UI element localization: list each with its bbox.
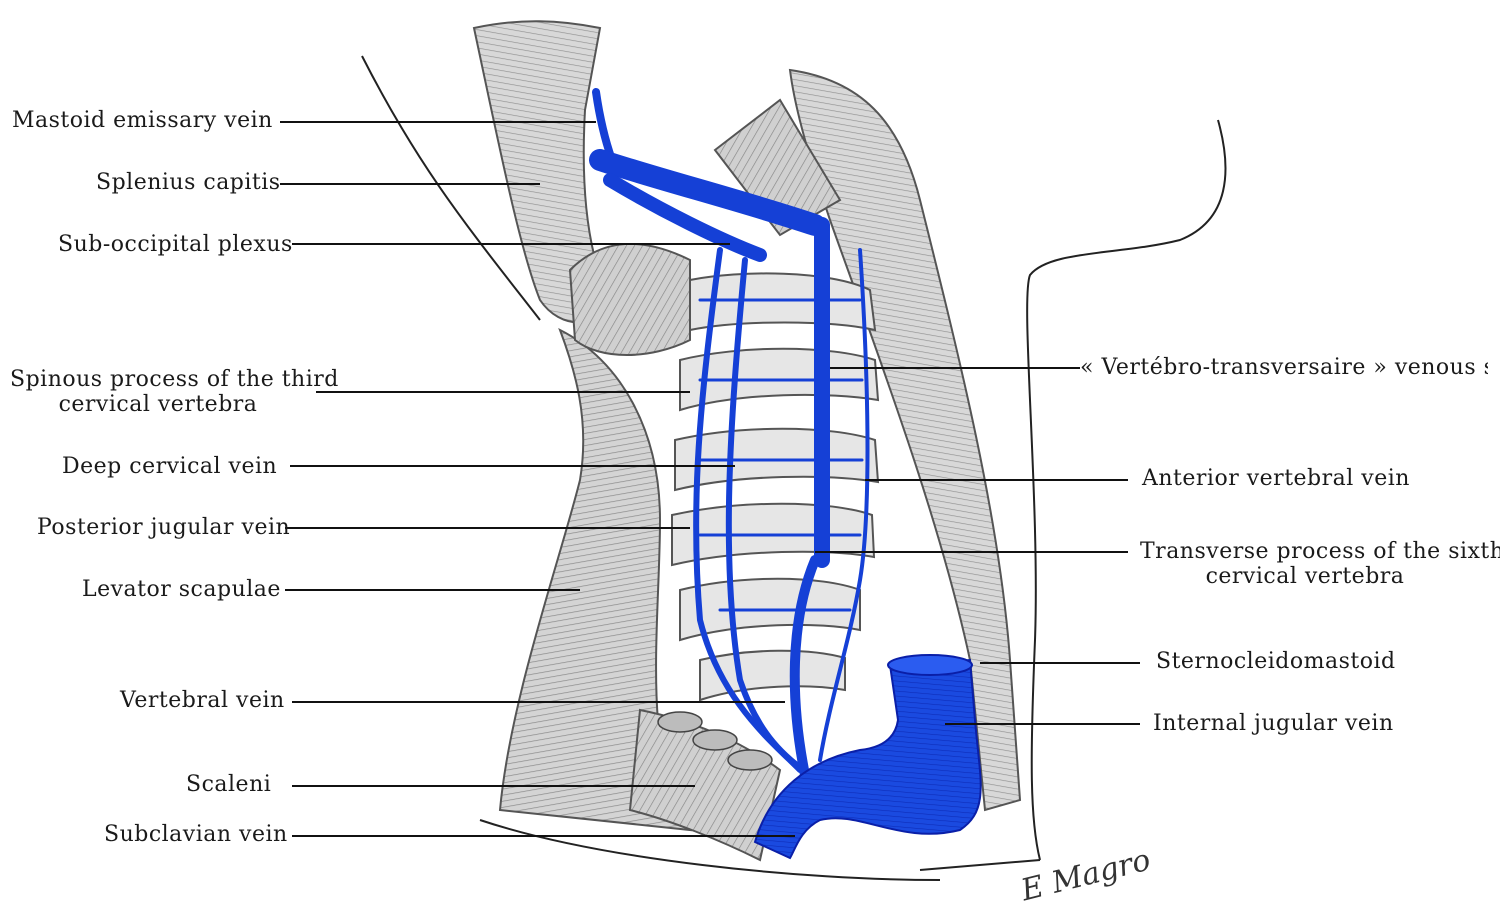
sternocleidomastoid-muscle: [788, 68, 1022, 812]
label-vertebral-vein: Vertebral vein: [120, 688, 285, 713]
label-mastoid-emissary-vein: Mastoid emissary vein: [12, 108, 273, 133]
internal-jugular-top: [887, 654, 973, 676]
label-spinous-process-line1: Spinous process of the third: [10, 367, 339, 392]
label-splenius-capitis: Splenius capitis: [96, 170, 281, 195]
label-vertebro-transversaire-sinus: « Vertébro-transversaire » venous sinu:: [1080, 355, 1488, 380]
label-deep-cervical-vein: Deep cervical vein: [62, 454, 278, 479]
label-transverse-process-line1: Transverse process of the sixth: [1140, 539, 1500, 564]
label-sternocleidomastoid: Sternocleidomastoid: [1156, 649, 1396, 674]
label-posterior-jugular-vein: Posterior jugular vein: [37, 515, 291, 540]
label-spinous-process-line2: cervical vertebra: [58, 392, 258, 417]
label-suboccipital-plexus: Sub-occipital plexus: [58, 232, 293, 257]
label-anterior-vertebral-vein: Anterior vertebral vein: [1142, 466, 1410, 491]
venous-system: [589, 88, 870, 780]
label-internal-jugular-vein: Internal jugular vein: [1153, 711, 1394, 736]
label-scaleni: Scaleni: [186, 772, 272, 797]
leader-lines: [280, 121, 1140, 837]
label-subclavian-vein: Subclavian vein: [104, 822, 288, 847]
subclavian-internal-jugular: [753, 658, 982, 860]
label-transverse-process: Transverse process of the sixth cervical…: [1140, 539, 1500, 589]
suboccipital-muscle: [568, 243, 691, 356]
label-spinous-process: Spinous process of the third cervical ve…: [10, 367, 339, 417]
label-levator-scapulae: Levator scapulae: [82, 577, 281, 602]
label-transverse-process-line2: cervical vertebra: [1205, 564, 1405, 589]
